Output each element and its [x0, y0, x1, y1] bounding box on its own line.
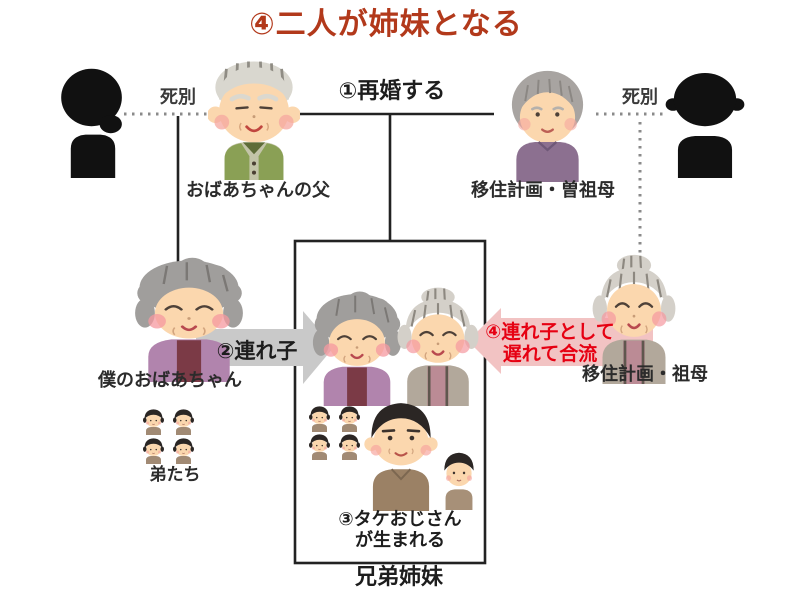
younger-brother-illustration: [171, 407, 196, 435]
bereavement-label-left: 死別: [160, 87, 196, 107]
sibling-child-illustration: [307, 432, 332, 460]
young-boy-illustration: [438, 449, 480, 510]
great-grandma-caption: 移住計画・曽祖母: [471, 180, 615, 200]
younger-brother-illustration: [141, 436, 166, 464]
deceased-wife-silhouette: [56, 66, 130, 178]
deceased-husband-silhouette: [664, 66, 746, 178]
bereavement-label-right: 死別: [622, 87, 658, 107]
brothers-caption: 弟たち: [149, 465, 201, 484]
uncle-take-illustration: [362, 397, 440, 511]
late-join-line1: ④連れ子として: [485, 322, 615, 343]
grandma-right-caption: 移住計画・祖母: [582, 364, 708, 384]
stepchild-arrow-right: [196, 311, 334, 384]
late-join-arrow-label: ④連れ子として 遅れて合流: [450, 322, 650, 367]
great-grandmother-illustration: [503, 62, 592, 182]
my-grandma-caption: 僕のおばあちゃん: [98, 370, 242, 390]
late-join-line2: 遅れて合流: [502, 344, 598, 366]
sibling-child-illustration: [307, 404, 332, 432]
siblings-box: [293, 239, 487, 565]
younger-brother-illustration: [171, 436, 196, 464]
uncle-caption-line2: が生まれる: [355, 529, 445, 550]
uncle-caption-line1: ③タケおじさん: [338, 509, 462, 529]
grandpa-caption: おばあちゃんの父: [186, 180, 330, 200]
younger-brother-illustration: [141, 407, 166, 435]
uncle-take-caption: ③タケおじさん が生まれる: [300, 509, 500, 550]
sibling-child-illustration: [337, 404, 362, 432]
siblings-caption: 兄弟姉妹: [354, 564, 443, 589]
remarriage-label: ①再婚する: [338, 78, 446, 103]
grandmothers-father-illustration: [208, 56, 300, 180]
stepchild-arrow-label: ②連れ子: [216, 340, 298, 363]
diagram-title: ④二人が姉妹となる: [249, 8, 523, 41]
sibling-child-illustration: [337, 432, 362, 460]
